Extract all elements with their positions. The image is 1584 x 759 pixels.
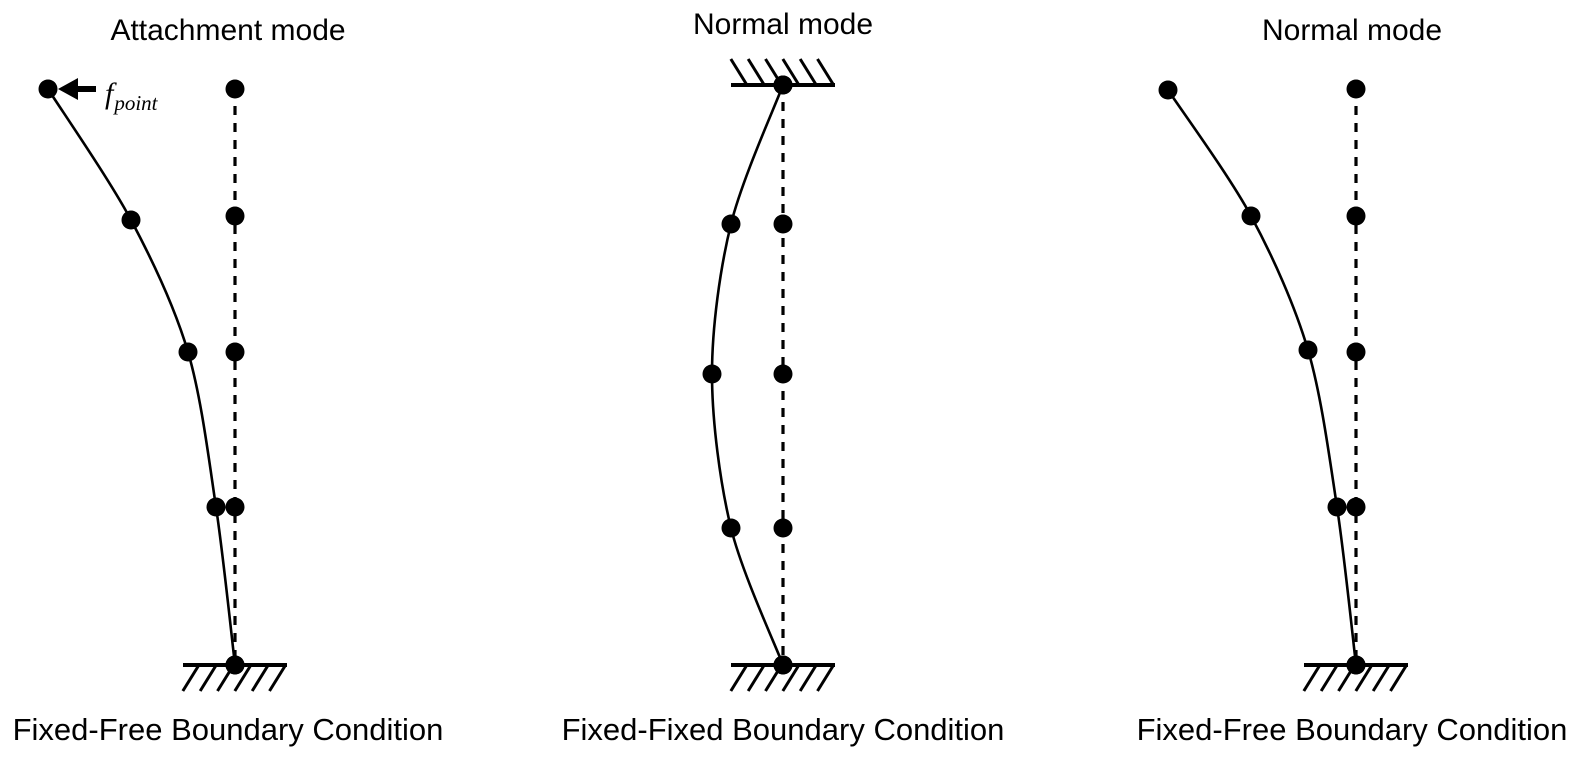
panel-left-reference-node bbox=[225, 206, 245, 226]
panel-middle-top-support-hatch bbox=[729, 58, 749, 86]
panel-right-mode-node bbox=[1346, 655, 1366, 675]
panel-left-mode-curve bbox=[46, 87, 237, 667]
panel-left-force-arrow bbox=[58, 78, 96, 100]
panel-left-mode-node bbox=[206, 497, 226, 517]
panel-left-mode-node bbox=[121, 210, 141, 230]
panel-right-mode-node bbox=[1327, 497, 1347, 517]
panel-middle-mode-node bbox=[721, 518, 741, 538]
panel-middle-title: Normal mode bbox=[693, 8, 873, 41]
panel-middle-mode-node bbox=[721, 214, 741, 234]
panel-right-reference-node bbox=[1346, 342, 1366, 362]
panel-left-reference-node bbox=[225, 497, 245, 517]
panel-right-bottom-support-hatch bbox=[1354, 664, 1374, 692]
panel-left-reference-node bbox=[225, 79, 245, 99]
panel-middle-mode-node bbox=[702, 364, 722, 384]
panel-middle-bottom-support-hatch bbox=[798, 664, 818, 692]
panel-left-mode-node bbox=[178, 342, 198, 362]
panel-middle-top-support-hatch bbox=[746, 58, 766, 86]
panel-right-bottom-support-hatch bbox=[1371, 664, 1391, 692]
panel-right-reference-node bbox=[1346, 497, 1366, 517]
panel-left-bottom-support-hatch bbox=[250, 664, 270, 692]
panel-right-mode-node bbox=[1298, 340, 1318, 360]
panel-middle-bottom-support-hatch bbox=[781, 664, 801, 692]
panel-right-mode-node bbox=[1158, 80, 1178, 100]
panel-right-bottom-support-hatch bbox=[1389, 664, 1408, 692]
panel-left-bottom-support-hatch bbox=[268, 664, 287, 692]
panel-right-bottom-support-hatch bbox=[1319, 664, 1339, 692]
panel-left-force-label: fpoint bbox=[105, 77, 159, 115]
panel-left-title: Attachment mode bbox=[110, 14, 345, 47]
panel-right-reference-node bbox=[1346, 206, 1366, 226]
panel-middle-bottom-support-hatch bbox=[729, 664, 749, 692]
panel-left-reference-node bbox=[225, 342, 245, 362]
panel-left-bottom-support-hatch bbox=[198, 664, 218, 692]
panel-middle-caption: Fixed-Fixed Boundary Condition bbox=[562, 712, 1005, 747]
panel-middle-mode-curve bbox=[710, 83, 785, 667]
panel-right-title: Normal mode bbox=[1262, 14, 1442, 47]
panel-left-mode-node bbox=[225, 655, 245, 675]
panel-middle-bottom-support-hatch bbox=[746, 664, 766, 692]
panel-left-force-label-subscript: point bbox=[112, 91, 158, 115]
panel-middle-mode-node bbox=[773, 655, 793, 675]
panel-right-reference-node bbox=[1346, 79, 1366, 99]
panel-right-bottom-support-hatch bbox=[1302, 664, 1322, 692]
panel-left-bottom-support-hatch bbox=[233, 664, 253, 692]
panel-left-mode-node bbox=[38, 79, 58, 99]
panel-right-mode-curve bbox=[1166, 88, 1358, 667]
panel-middle-top-support-hatch bbox=[781, 58, 801, 86]
panel-middle-reference-node bbox=[773, 518, 793, 538]
panel-middle-mode-node bbox=[773, 75, 793, 95]
panel-left-caption: Fixed-Free Boundary Condition bbox=[13, 712, 444, 747]
panel-right-caption: Fixed-Free Boundary Condition bbox=[1137, 712, 1568, 747]
panel-middle-reference-node bbox=[773, 214, 793, 234]
panel-left-bottom-support-hatch bbox=[181, 664, 201, 692]
panel-middle-top-support-hatch bbox=[816, 58, 835, 86]
panel-left-force-arrow-head bbox=[58, 78, 78, 100]
panel-middle-bottom-support-hatch bbox=[816, 664, 835, 692]
panel-middle-reference-node bbox=[773, 364, 793, 384]
panel-right-mode-node bbox=[1241, 206, 1261, 226]
panel-middle-top-support-hatch bbox=[798, 58, 818, 86]
